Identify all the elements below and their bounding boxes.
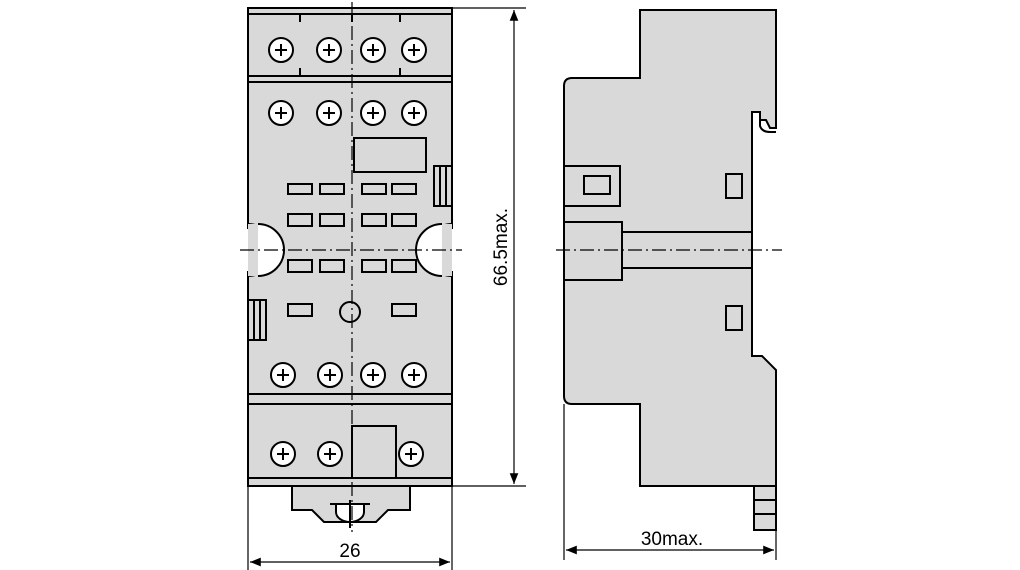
- side-view: [563, 9, 777, 531]
- front-terminals: [268, 37, 427, 467]
- screw-terminal-icon: [401, 100, 427, 126]
- screw-terminal-icon: [317, 362, 343, 388]
- screw-terminal-icon: [268, 100, 294, 126]
- screw-terminal-icon: [270, 441, 296, 467]
- right-clip: [433, 165, 453, 207]
- screw-terminal-icon: [268, 37, 294, 63]
- screw-terminal-icon: [360, 362, 386, 388]
- release-clip-window: [351, 425, 397, 479]
- screw-terminal-icon: [316, 37, 342, 63]
- front-view: [247, 7, 453, 528]
- height-label: 66.5max.: [491, 208, 512, 286]
- connector-band: [563, 221, 623, 281]
- screw-terminal-icon: [317, 441, 343, 467]
- left-clip: [247, 299, 267, 341]
- dimension-lines: [247, 7, 777, 570]
- screw-terminal-icon: [401, 37, 427, 63]
- screw-terminal-icon: [360, 100, 386, 126]
- screw-terminal-icon: [398, 441, 424, 467]
- side-width-label: 30max.: [641, 529, 703, 550]
- front-width-label: 26: [339, 541, 360, 562]
- front-centerlines: [240, 2, 462, 532]
- center-pin-hole: [339, 301, 361, 323]
- rail-foot: [753, 485, 777, 531]
- screw-terminal-icon: [316, 100, 342, 126]
- screw-terminal-icon: [360, 37, 386, 63]
- label-window: [353, 137, 427, 173]
- screw-terminal-icon: [270, 362, 296, 388]
- side-body-outline: [563, 9, 777, 487]
- screw-terminal-icon: [401, 362, 427, 388]
